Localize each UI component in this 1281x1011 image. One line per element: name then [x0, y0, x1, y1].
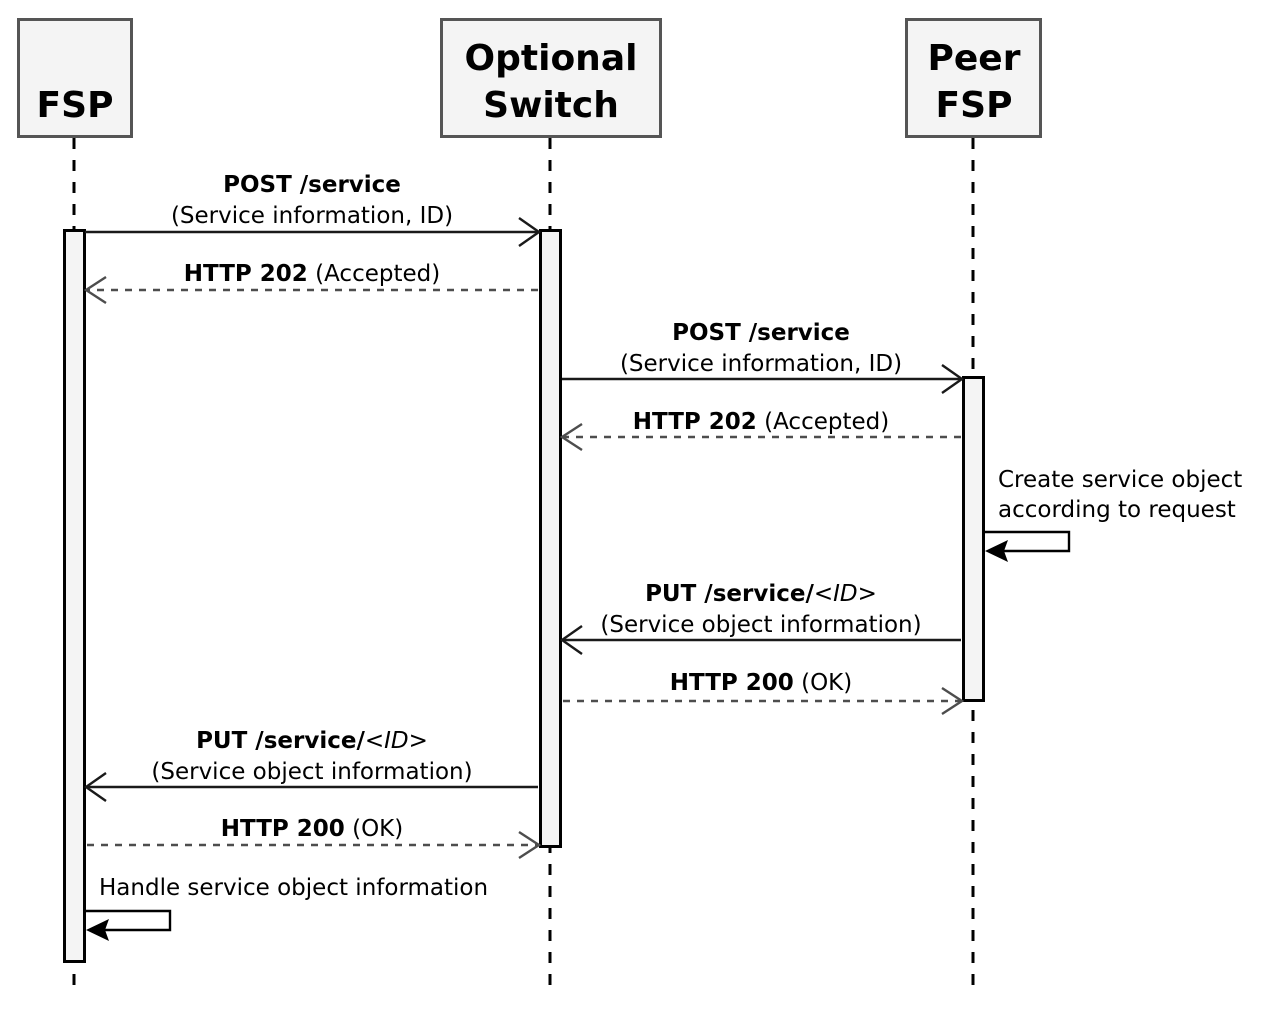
self-message-s1-text-line1: Create service object — [998, 467, 1242, 493]
message-m5[interactable]: PUT /service/<ID> (Service object inform… — [559, 581, 961, 655]
message-m7-label-italic: <ID> — [365, 728, 428, 754]
self-message-create-service-object[interactable]: Create service object according to reque… — [985, 467, 1242, 562]
message-m1-label: POST /service — [223, 172, 401, 198]
message-m6-arrowhead-icon — [941, 686, 965, 716]
message-m2-label: HTTP 202 (Accepted) — [184, 261, 440, 287]
message-m4-label-bold: HTTP 202 — [633, 409, 757, 435]
message-m1-label-bold: POST /service — [223, 172, 401, 198]
message-m3-label: POST /service — [672, 320, 850, 346]
message-m8-label: HTTP 200 (OK) — [221, 816, 403, 842]
message-m5-arrowhead-icon — [559, 625, 583, 655]
message-m3[interactable]: POST /service (Service information, ID) — [562, 320, 965, 394]
message-m6-label-bold: HTTP 200 — [670, 670, 794, 696]
participant-switch[interactable]: Optional Switch — [440, 18, 662, 138]
self-message-s1-loop — [985, 530, 1071, 553]
message-m4-label: HTTP 202 (Accepted) — [633, 409, 889, 435]
message-m7-sublabel: (Service object information) — [151, 759, 472, 785]
participant-peer[interactable]: Peer FSP — [905, 18, 1042, 138]
message-m2[interactable]: HTTP 202 (Accepted) — [83, 261, 538, 305]
message-m4-label-plain: (Accepted) — [757, 409, 889, 435]
message-m8-label-bold: HTTP 200 — [221, 816, 345, 842]
participant-switch-box — [440, 18, 662, 138]
message-m3-label-bold: POST /service — [672, 320, 850, 346]
message-m7-label: PUT /service/<ID> — [196, 728, 428, 754]
message-m6[interactable]: HTTP 200 (OK) — [563, 670, 965, 716]
message-m8[interactable]: HTTP 200 (OK) — [87, 816, 542, 860]
message-m3-sublabel: (Service information, ID) — [620, 351, 902, 377]
message-m5-label: PUT /service/<ID> — [645, 581, 877, 607]
message-m7[interactable]: PUT /service/<ID> (Service object inform… — [83, 728, 538, 802]
participant-switch-label-line1: Optional — [465, 38, 638, 79]
message-m5-sublabel: (Service object information) — [600, 612, 921, 638]
message-m4-arrowhead-icon — [559, 422, 583, 452]
messages-group: POST /service (Service information, ID) … — [83, 172, 965, 860]
self-message-s2-text-line1: Handle service object information — [99, 875, 488, 901]
self-message-s2-arrowhead-icon — [86, 919, 109, 941]
message-m4[interactable]: HTTP 202 (Accepted) — [559, 409, 961, 452]
message-m3-arrowhead-icon — [941, 364, 965, 394]
activation-bar-switch — [539, 229, 562, 848]
activation-bars-group — [63, 229, 985, 963]
message-m5-label-italic: <ID> — [814, 581, 877, 607]
self-message-s1-arrowhead-icon — [985, 540, 1008, 562]
message-m6-label-plain: (OK) — [794, 670, 852, 696]
self-message-s1-text-line2: according to request — [998, 497, 1236, 523]
message-m7-arrowhead-icon — [83, 772, 107, 802]
participant-peer-box — [905, 18, 1042, 138]
message-m7-label-bold: PUT /service/ — [196, 728, 365, 754]
self-message-handle-service-object-information[interactable]: Handle service object information — [86, 875, 488, 941]
message-m1[interactable]: POST /service (Service information, ID) — [85, 172, 542, 247]
participant-peer-label-line1: Peer — [928, 38, 1021, 79]
message-m1-arrowhead-icon — [518, 217, 542, 247]
participant-fsp-box — [17, 18, 133, 138]
participant-fsp-label: FSP — [37, 85, 114, 126]
participant-boxes-group: FSP Optional Switch Peer FSP — [17, 18, 1042, 138]
participant-peer-label-line2: FSP — [936, 85, 1013, 126]
message-m2-arrowhead-icon — [83, 275, 107, 305]
self-message-s2-loop — [86, 909, 172, 932]
self-messages-group: Create service object according to reque… — [86, 467, 1242, 941]
message-m8-arrowhead-icon — [518, 830, 542, 860]
message-m1-sublabel: (Service information, ID) — [171, 203, 453, 229]
message-m2-label-plain: (Accepted) — [308, 261, 440, 287]
participant-fsp[interactable]: FSP — [17, 18, 133, 138]
message-m6-label: HTTP 200 (OK) — [670, 670, 852, 696]
message-m8-label-plain: (OK) — [345, 816, 403, 842]
activation-bar-peer — [962, 376, 985, 702]
message-m5-label-bold: PUT /service/ — [645, 581, 814, 607]
participant-switch-label-line2: Switch — [483, 85, 619, 126]
message-m2-label-bold: HTTP 202 — [184, 261, 308, 287]
activation-bar-fsp — [63, 229, 86, 963]
